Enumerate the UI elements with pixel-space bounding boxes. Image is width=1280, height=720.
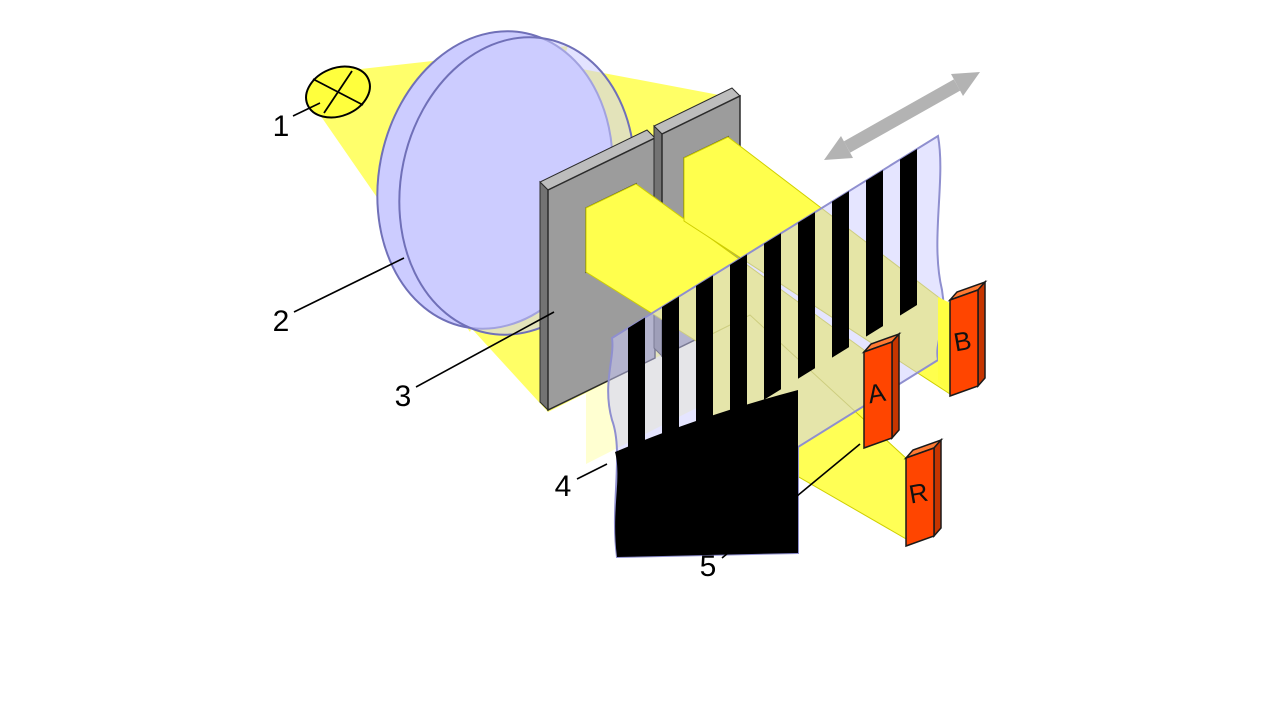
arrow-head-left (824, 136, 853, 160)
callout-labels: 1 2 3 4 5 (273, 110, 717, 583)
lamp-cross-line (323, 70, 353, 114)
leader-3 (415, 311, 555, 388)
detector-a-label: A (865, 377, 888, 410)
detector-r-side (933, 438, 942, 538)
photodetector-r: R (903, 438, 944, 548)
leader-1 (292, 102, 321, 117)
light-source (305, 65, 371, 119)
scale-black-region (615, 390, 798, 557)
detector-b-front (949, 288, 979, 398)
detector-a-side (891, 332, 900, 440)
leader-4 (576, 463, 608, 480)
callout-2: 2 (273, 305, 290, 338)
exit-beam-b (938, 297, 950, 393)
arrow-shaft (843, 79, 961, 153)
callout-leaders (292, 102, 861, 559)
callout-5: 5 (700, 550, 717, 583)
detector-a-front (863, 340, 893, 450)
arrow-head-right (951, 72, 980, 96)
detector-b-label: B (951, 325, 973, 358)
leader-5 (721, 443, 861, 559)
callout-3: 3 (395, 380, 412, 413)
photodetector-b: B (947, 280, 988, 398)
detector-b-side (977, 280, 986, 388)
movement-arrow (824, 72, 980, 160)
detector-r-front (905, 446, 935, 548)
callout-4: 4 (555, 470, 572, 503)
callout-1: 1 (273, 110, 290, 143)
detector-r-label: R (907, 477, 931, 510)
mask-left-plate-side (539, 180, 549, 412)
leader-2 (293, 257, 405, 313)
photodetector-a: A (861, 332, 902, 450)
